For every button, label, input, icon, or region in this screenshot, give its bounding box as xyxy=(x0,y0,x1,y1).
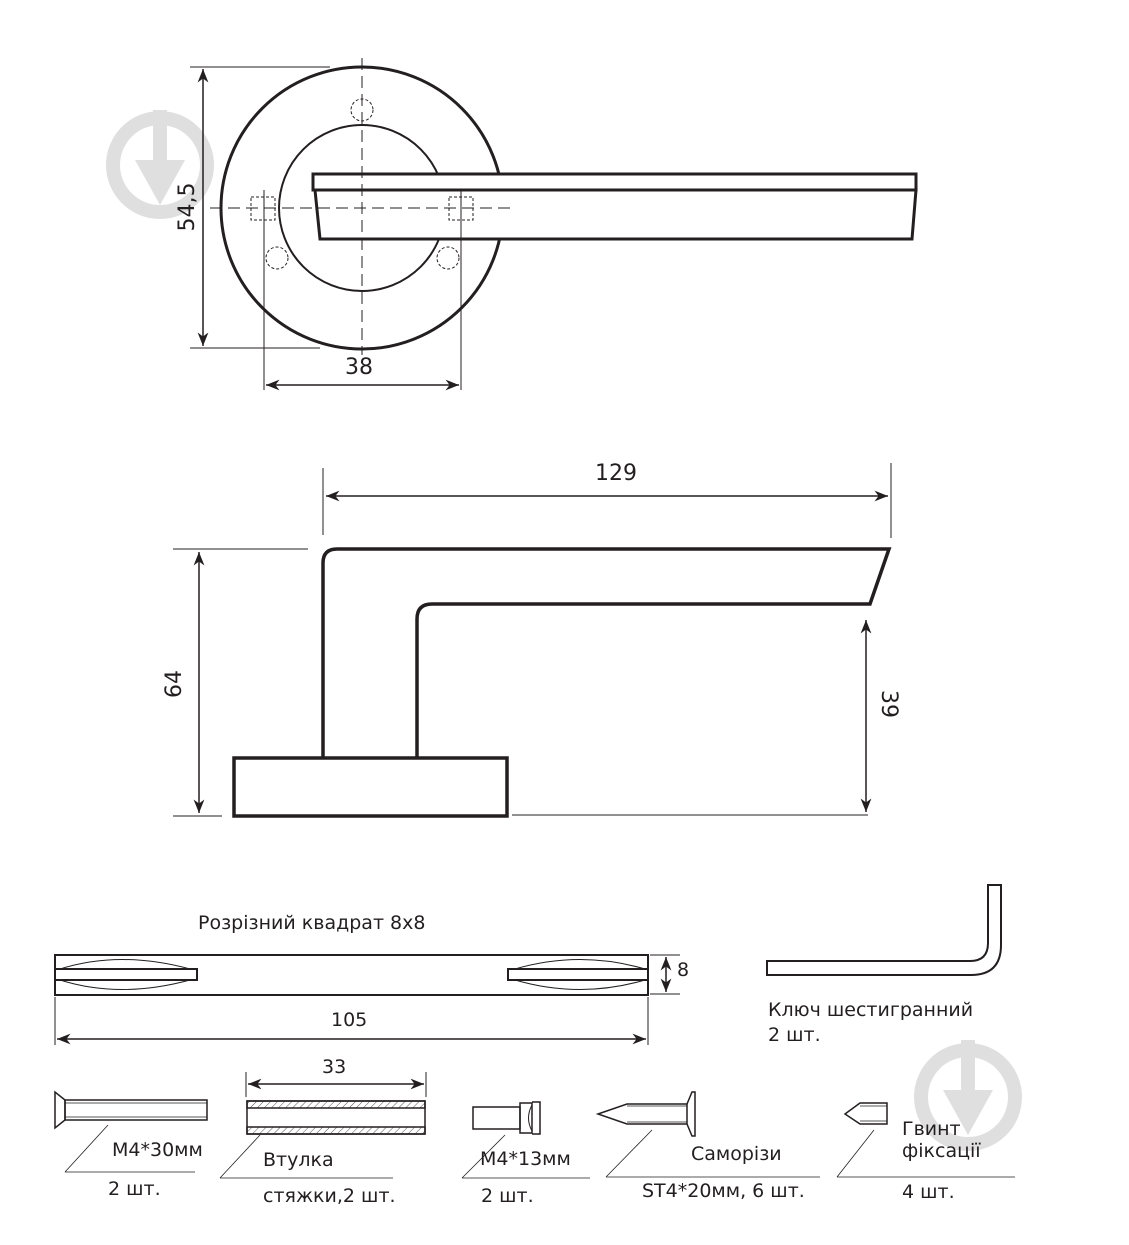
sleeve-drawing xyxy=(219,1072,427,1179)
sleeve-label: Втулка xyxy=(263,1149,334,1171)
dimension-sleeve-length: 33 xyxy=(322,1056,347,1078)
self-tapping-screw-drawing xyxy=(595,1091,820,1178)
dimension-lever-length: 129 xyxy=(595,461,637,486)
spindle-title: Розрізний квадрат 8х8 xyxy=(198,912,426,934)
dimension-hole-spacing: 38 xyxy=(345,355,373,380)
set-screw-label-line1: Гвинт xyxy=(902,1118,961,1140)
screw-m4-13-qty: 2 шт. xyxy=(481,1185,534,1207)
screw-m4-30-label: M4*30мм xyxy=(112,1139,203,1161)
screw-m4-13-drawing xyxy=(461,1101,590,1179)
lever-side-view xyxy=(173,463,892,818)
hex-key-label: Ключ шестигранний xyxy=(768,999,974,1021)
screw-m4-30-qty: 2 шт. xyxy=(108,1178,161,1200)
set-screw-drawing xyxy=(836,1102,1015,1178)
hex-key-qty: 2 шт. xyxy=(768,1024,821,1046)
hex-key-drawing xyxy=(766,884,1002,976)
watermark-icon xyxy=(914,1040,1022,1151)
screw-m4-30-drawing xyxy=(54,1090,208,1173)
self-tapping-screw-qty: ST4*20мм, 6 шт. xyxy=(642,1180,805,1202)
dimension-spindle-length: 105 xyxy=(331,1009,368,1031)
dimension-total-height: 64 xyxy=(162,670,187,698)
self-tapping-screw-label: Саморізи xyxy=(691,1143,782,1165)
set-screw-label-line2: фіксації xyxy=(902,1140,981,1162)
dimension-rosette-height: 54,5 xyxy=(175,182,200,232)
dimension-lever-height: 39 xyxy=(876,690,901,718)
dimension-spindle-size: 8 xyxy=(677,959,690,981)
set-screw-qty: 4 шт. xyxy=(902,1181,955,1203)
screw-m4-13-label: M4*13мм xyxy=(480,1148,571,1170)
sleeve-qty: стяжки,2 шт. xyxy=(263,1185,396,1207)
spindle-drawing xyxy=(54,954,680,1045)
rosette-top-view xyxy=(190,58,918,391)
